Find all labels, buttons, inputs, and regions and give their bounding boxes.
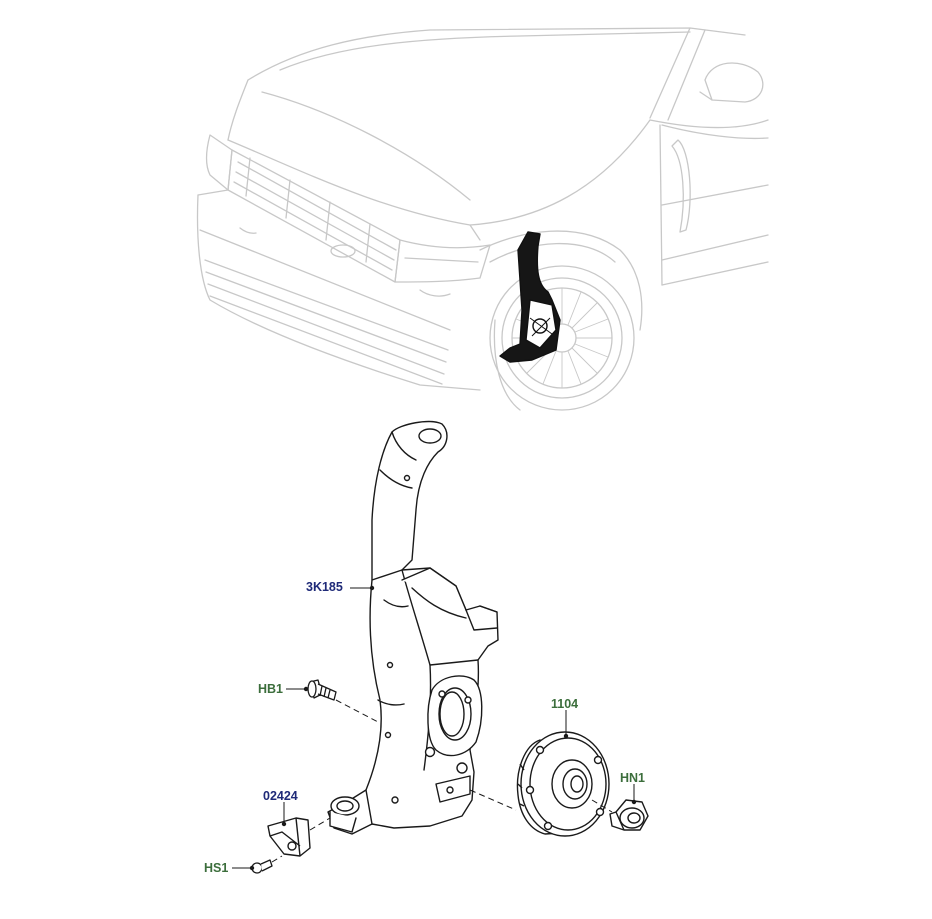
highlighted-knuckle-icon [499,231,561,363]
callout-hub-bolt: HB1 [258,682,284,696]
callout-hub-bearing: 1104 [551,697,579,711]
assembly-lines [271,699,613,863]
leader-lines [232,587,635,869]
callout-knuckle: 3K185 [306,580,343,594]
hub-bearing-icon [516,731,610,837]
callout-shield-screw: HS1 [204,861,229,875]
steering-knuckle-icon [327,420,499,835]
shield-icon [267,817,311,857]
vehicle-outline-icon [196,27,769,411]
callout-hub-nut: HN1 [620,771,646,785]
screw-icon [251,859,273,874]
nut-icon [609,799,649,831]
callout-shield: 02424 [263,789,298,803]
leader-dots [249,585,637,871]
bolt-icon [307,679,337,701]
